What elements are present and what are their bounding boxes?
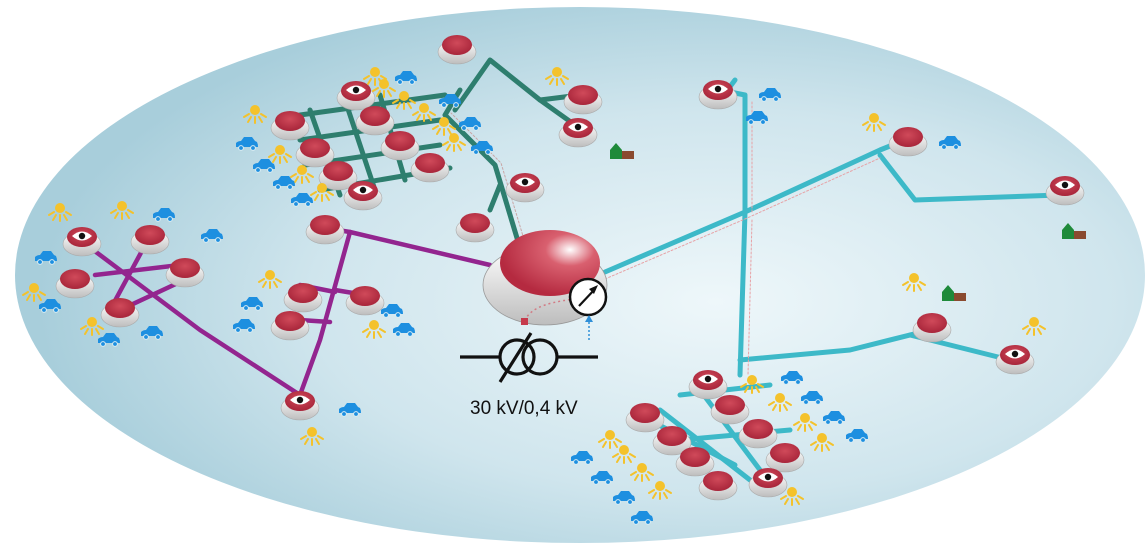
meter-gauge-icon: [568, 277, 608, 340]
transformer-symbol-icon: [460, 332, 598, 383]
transformer-voltage-label: 30 kV/0,4 kV: [470, 398, 578, 419]
